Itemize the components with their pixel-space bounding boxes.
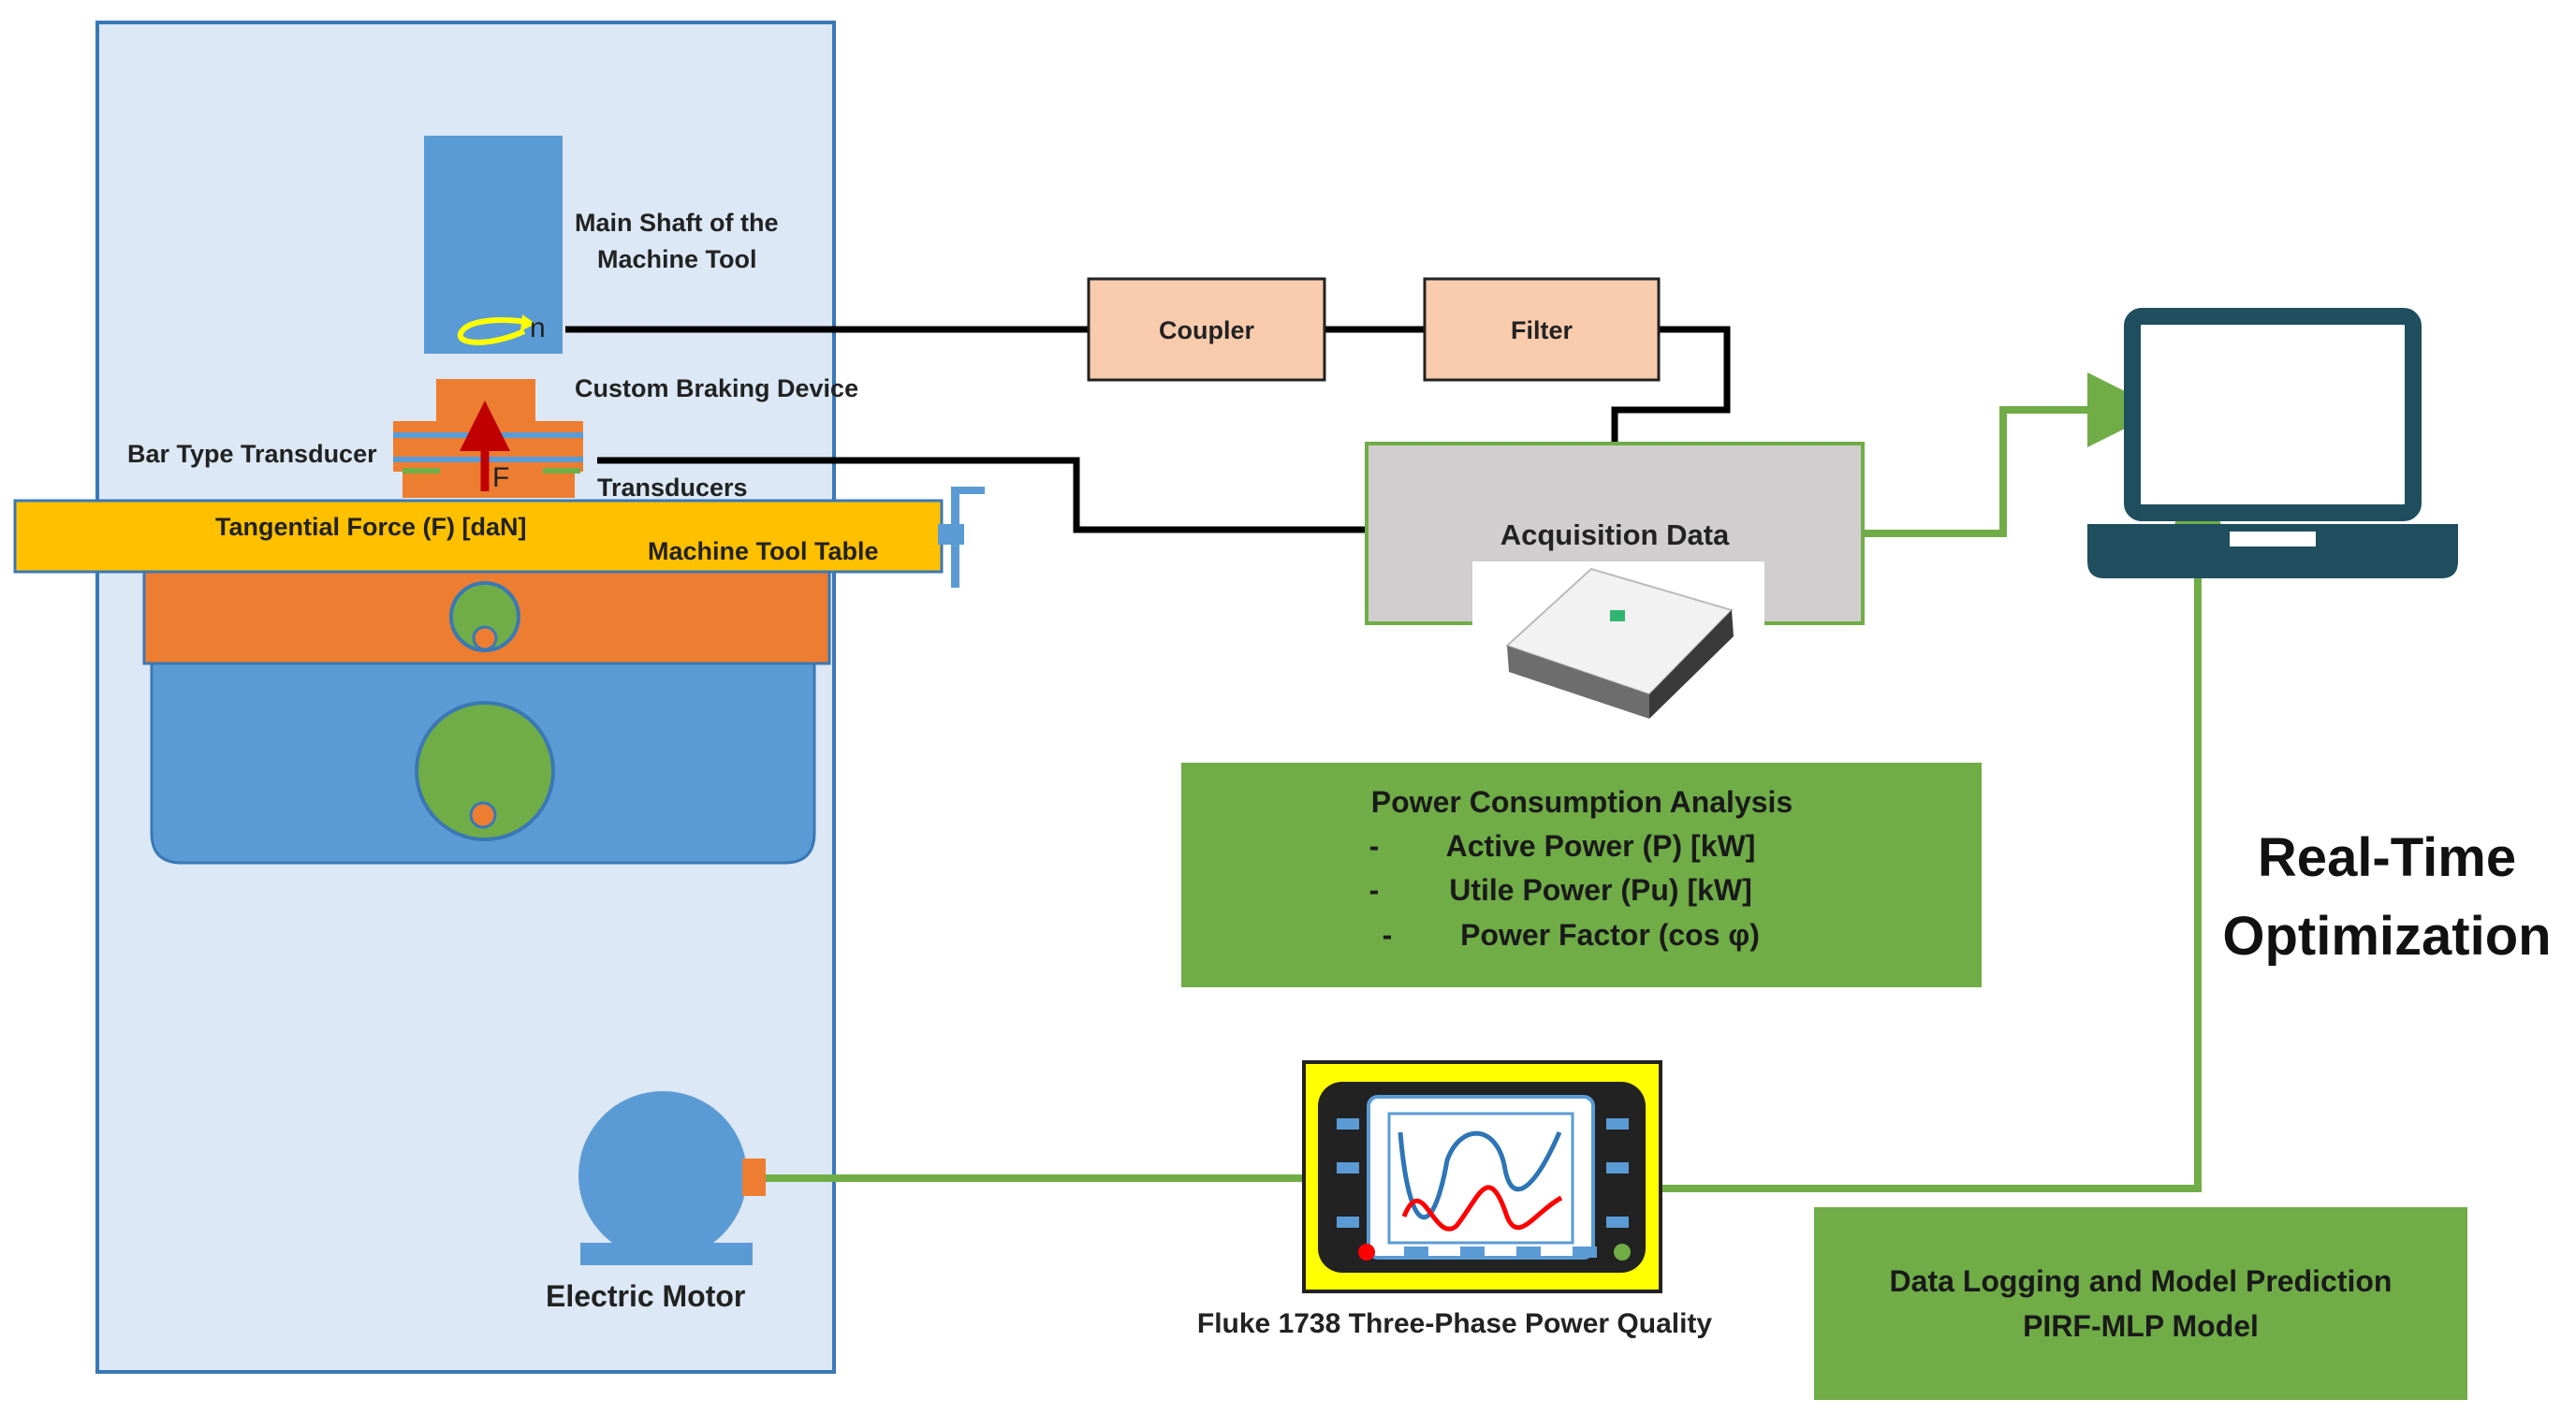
bar-transducer-left	[402, 468, 440, 474]
main-shaft-label-line1: Main Shaft of the	[575, 209, 779, 237]
main-shaft	[424, 136, 563, 354]
force-symbol: F	[492, 462, 509, 493]
power-analysis-box	[1181, 763, 1982, 987]
transducers-label: Transducers	[597, 474, 748, 502]
machine-table-label: Machine Tool Table	[648, 537, 879, 565]
custom-braking-label: Custom Braking Device	[575, 374, 858, 402]
data-logging-box	[1814, 1207, 2467, 1400]
power-item-bullet: -	[1383, 918, 1393, 952]
motor-foot	[580, 1243, 753, 1265]
bar-transducer-right	[543, 468, 580, 474]
acquisition-label: Acquisition Data	[1500, 518, 1730, 551]
power-item-utile: Utile Power (Pu) [kW]	[1449, 873, 1752, 907]
tangential-force-label: Tangential Force (F) [daN]	[215, 513, 527, 541]
wire-filter-to-acquisition	[1611, 326, 1731, 444]
braking-device-top	[436, 379, 535, 424]
power-analysis-title: Power Consumption Analysis	[1371, 785, 1793, 819]
electric-motor-label: Electric Motor	[546, 1279, 745, 1313]
data-logging-line1: Data Logging and Model Prediction	[1890, 1264, 2393, 1298]
wire-acquisition-to-laptop	[1863, 372, 2162, 537]
data-logging-line2: PIRF-MLP Model	[2023, 1309, 2259, 1343]
table-handwheel	[951, 487, 959, 588]
realtime-label-line1: Real-Time	[2258, 827, 2516, 888]
speed-symbol: n	[530, 313, 546, 343]
fluke-label: Fluke 1738 Three-Phase Power Quality	[1197, 1308, 1713, 1339]
power-item-bullet: -	[1369, 873, 1380, 907]
coupler-label: Coupler	[1159, 316, 1254, 344]
fluke-device-icon	[1302, 1060, 1662, 1293]
bar-transducer-label: Bar Type Transducer	[127, 440, 377, 468]
filter-label: Filter	[1511, 316, 1573, 344]
power-item-factor: Power Factor (cos φ)	[1460, 918, 1760, 952]
daq-device-icon	[1505, 567, 1734, 719]
power-item-active: Active Power (P) [kW]	[1446, 829, 1756, 863]
realtime-label-line2: Optimization	[2222, 906, 2551, 967]
coupler-box	[1087, 277, 1326, 382]
base-wheel	[415, 701, 555, 841]
wire-transducers-to-acquisition	[597, 457, 1367, 533]
filter-box	[1423, 277, 1661, 382]
power-item-bullet: -	[1369, 829, 1380, 863]
main-shaft-label-line2: Machine Tool	[597, 245, 757, 273]
motor-shaft	[742, 1159, 766, 1196]
electric-motor	[578, 1091, 747, 1260]
rotation-arrow-icon	[457, 317, 527, 345]
wire-fluke-to-laptop	[1661, 477, 2235, 1192]
laptop-icon	[2087, 308, 2458, 578]
